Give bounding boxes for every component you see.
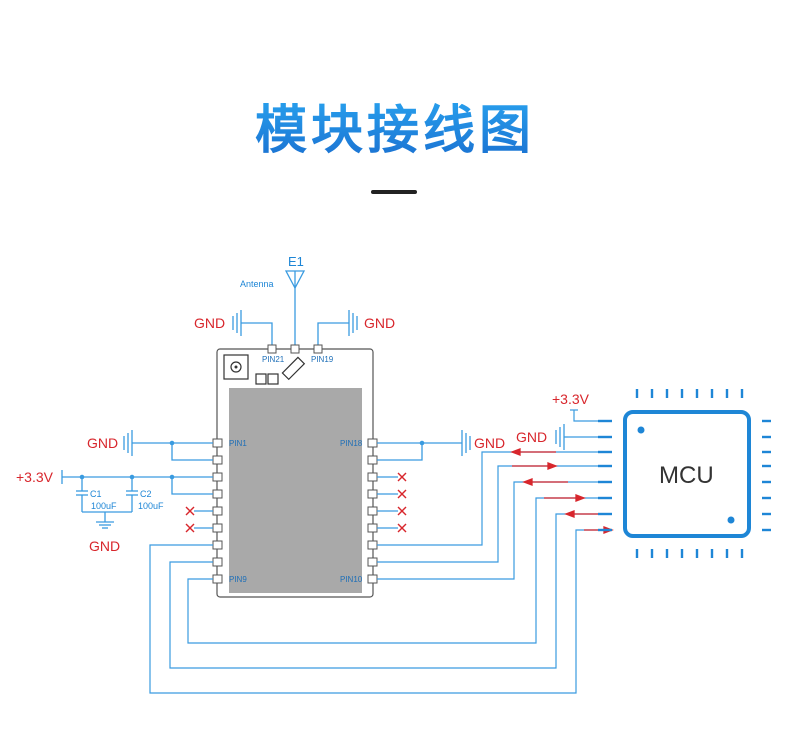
nc-stubs-right bbox=[377, 476, 398, 529]
page-title: 模块接线图 bbox=[0, 88, 790, 163]
mcu-chip bbox=[598, 389, 771, 558]
junction-dot bbox=[129, 474, 135, 480]
antenna-ref: E1 bbox=[288, 254, 304, 269]
antenna-label: Antenna bbox=[240, 279, 274, 289]
pin19-label: PIN19 bbox=[311, 355, 334, 364]
vcc-net-left bbox=[61, 470, 213, 529]
vcc-label-left: +3.3V bbox=[16, 469, 54, 485]
gnd-label-pin21: GND bbox=[194, 315, 225, 331]
gnd-symbol-pin21 bbox=[232, 310, 273, 350]
gnd-symbol-mcu bbox=[555, 424, 568, 450]
junction-dot bbox=[419, 440, 425, 446]
top-pads bbox=[267, 344, 323, 354]
c1-value: 100uF bbox=[91, 501, 117, 511]
c2-ref: C2 bbox=[140, 489, 152, 499]
gnd-label-mcu: GND bbox=[516, 429, 547, 445]
vcc-label-mcu: +3.3V bbox=[552, 391, 590, 407]
junction-dot bbox=[169, 440, 175, 446]
pin9-label: PIN9 bbox=[229, 575, 247, 584]
nc-stubs-left bbox=[194, 510, 213, 529]
nc-marks-right bbox=[397, 472, 407, 533]
pin21-label: PIN21 bbox=[262, 355, 285, 364]
mcu-label: MCU bbox=[659, 462, 714, 489]
right-pads bbox=[367, 438, 378, 584]
antenna-symbol bbox=[284, 270, 306, 350]
gnd-label-pin19: GND bbox=[364, 315, 395, 331]
gnd-symbol-right bbox=[377, 430, 471, 461]
gnd-label-caps: GND bbox=[89, 538, 120, 554]
junction-dot bbox=[169, 474, 175, 480]
c1-ref: C1 bbox=[90, 489, 102, 499]
gnd-symbol-pin19 bbox=[317, 310, 358, 350]
gnd-symbol-left bbox=[123, 430, 213, 461]
c2-value: 100uF bbox=[138, 501, 164, 511]
pin1-label: PIN1 bbox=[229, 439, 247, 448]
signal-arrows bbox=[510, 448, 614, 534]
title-underline bbox=[371, 190, 417, 194]
gnd-label-left: GND bbox=[87, 435, 118, 451]
left-pads bbox=[212, 438, 223, 584]
module-body bbox=[216, 348, 374, 598]
pin10-label: PIN10 bbox=[340, 575, 363, 584]
gnd-label-right: GND bbox=[474, 435, 505, 451]
junction-dot bbox=[79, 474, 85, 480]
nc-marks-left bbox=[185, 506, 195, 533]
pin18-label: PIN18 bbox=[340, 439, 363, 448]
